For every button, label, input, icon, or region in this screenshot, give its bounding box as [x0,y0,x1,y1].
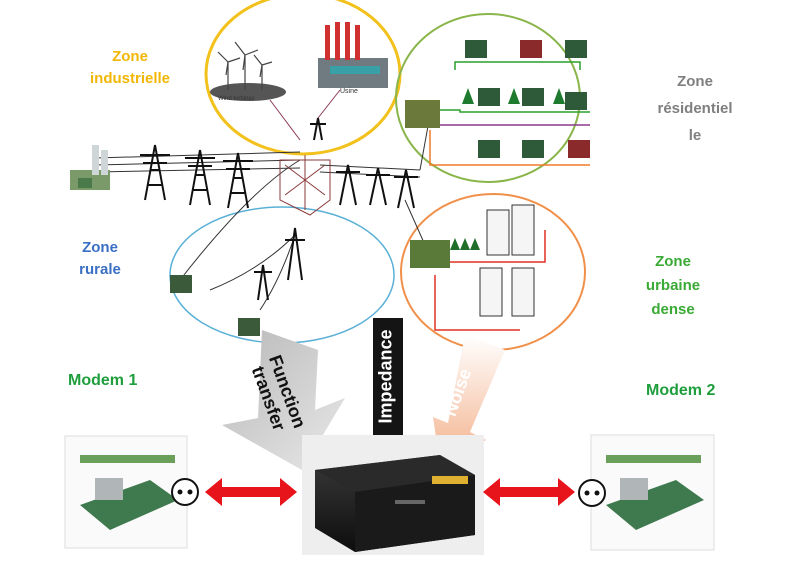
central-device-icon [315,455,475,552]
rural-houses [170,275,260,336]
power-plant-icon [70,145,110,190]
impedance-arrow [356,318,420,470]
usine-label: Usine [340,88,358,95]
socket-icon-left [171,478,199,506]
factory-icon [318,22,388,88]
zone-rurale-ellipse [169,206,395,344]
modem-1-label: Modem 1 [68,372,138,389]
urban-buildings [410,204,546,331]
wind-turbines-icon [210,41,286,101]
modem-2-label: Modem 2 [646,382,716,399]
socket-icon-right [578,479,606,507]
residential-houses [405,40,590,166]
substation-icon [279,155,331,216]
zone-industrielle-label: Zone industrielle [89,48,171,87]
impedance-label: Impedance [375,329,396,424]
transmission-lines [94,114,431,311]
modem-1-board-icon [80,455,178,530]
zone-rurale-label: Zone rurale [79,239,121,278]
zone-residentielle-label: Zone résidentiel le [657,73,733,144]
noise-arrow [433,335,505,465]
link-arrow-right [483,478,575,506]
zone-urbaine-label: Zone urbaine dense [645,253,701,318]
pylons [140,117,418,301]
link-arrow-left [205,478,297,506]
modem-2-board-icon [606,455,704,530]
wind-turbines-label: Wind turbines [218,96,255,102]
